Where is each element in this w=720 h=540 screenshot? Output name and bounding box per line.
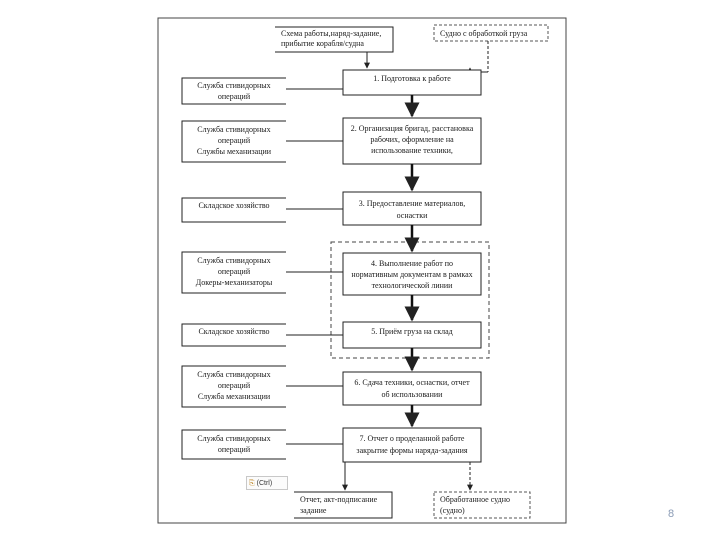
output-report-line-2: задание bbox=[300, 506, 327, 515]
paste-options-button[interactable]: ⎘(Ctrl) bbox=[246, 476, 288, 490]
participant-7-line-1: Служба стивидорных bbox=[197, 434, 270, 443]
output-report-box bbox=[294, 491, 393, 519]
step-4-line-3: технологической линии bbox=[372, 281, 454, 290]
page-number: 8 bbox=[668, 508, 675, 520]
step-2-line-2: рабочих, оформление на bbox=[370, 135, 454, 144]
work-scheme-line-2: прибытие корабля/судна bbox=[281, 39, 364, 48]
step-7-line-1: 7. Отчет о проделанной работе bbox=[360, 434, 465, 443]
participant-7-line-2: операций bbox=[218, 445, 251, 454]
participant-3-label: Складское хозяйство bbox=[198, 201, 269, 210]
participant-6-line-3: Служба механизации bbox=[198, 392, 271, 401]
participant-4-line-1: Служба стивидорных bbox=[197, 256, 270, 265]
work-scheme-input-box bbox=[275, 26, 394, 53]
participant-5-label: Складское хозяйство bbox=[198, 327, 269, 336]
participant-7-box bbox=[181, 429, 286, 460]
step-2-line-1: 2. Организация бригад, расстановка bbox=[351, 124, 474, 133]
step-7-box bbox=[342, 427, 482, 463]
output-vessel-line-2: (судно) bbox=[440, 506, 465, 515]
participant-2-line-3: Службы механизации bbox=[197, 147, 272, 156]
step-6-line-1: 6. Сдача техники, оснастки, отчет bbox=[354, 378, 470, 387]
participant-2-line-2: операций bbox=[218, 136, 251, 145]
ship-vessel-label: Судно с обработкой груза bbox=[440, 29, 528, 38]
output-report-line-1: Отчет, акт-подписание bbox=[300, 495, 378, 504]
participant-2-line-1: Служба стивидорных bbox=[197, 125, 270, 134]
output-vessel-line-1: Обработанное судно bbox=[440, 495, 510, 504]
step-6-box bbox=[342, 371, 482, 406]
paste-options-label: (Ctrl) bbox=[256, 480, 273, 487]
step-2-box bbox=[342, 117, 482, 165]
step-3-line-1: 3. Предоставление материалов, bbox=[359, 199, 466, 208]
work-scheme-line-1: Схема работы,наряд-задание, bbox=[281, 29, 381, 38]
participant-4-line-2: операций bbox=[218, 267, 251, 276]
ship-vessel-input-box bbox=[433, 24, 549, 42]
participant-6-line-1: Служба стивидорных bbox=[197, 370, 270, 379]
step-7-line-2: закрытие формы наряда-задания bbox=[356, 446, 467, 455]
step-5-label: 5. Приём груза на склад bbox=[371, 327, 452, 336]
document-frame bbox=[157, 17, 567, 524]
participant-5-box bbox=[181, 323, 286, 347]
step-3-line-2: оснастки bbox=[397, 211, 429, 220]
participant-6-box bbox=[181, 365, 286, 408]
participant-3-box bbox=[181, 197, 286, 223]
step-4-line-2: нормативным документам в рамках bbox=[351, 270, 472, 279]
clipboard-icon: ⎘ bbox=[249, 480, 255, 487]
step-1-label: 1. Подготовка к работе bbox=[373, 74, 451, 83]
participant-4-line-3: Докеры-механизаторы bbox=[196, 278, 273, 287]
participant-1-line-1: Служба стивидорных bbox=[197, 81, 270, 90]
output-vessel-box bbox=[433, 491, 531, 519]
step-6-line-2: об использовании bbox=[382, 390, 444, 399]
step-4-line-1: 4. Выполнение работ по bbox=[371, 259, 453, 268]
participant-1-box bbox=[181, 77, 286, 105]
step-2-line-3: использование техники, bbox=[371, 146, 453, 155]
step-3-box bbox=[342, 191, 482, 226]
participant-1-line-2: операций bbox=[218, 92, 251, 101]
participant-6-line-2: операций bbox=[218, 381, 251, 390]
participant-2-box bbox=[181, 120, 286, 163]
participant-4-box bbox=[181, 251, 286, 294]
